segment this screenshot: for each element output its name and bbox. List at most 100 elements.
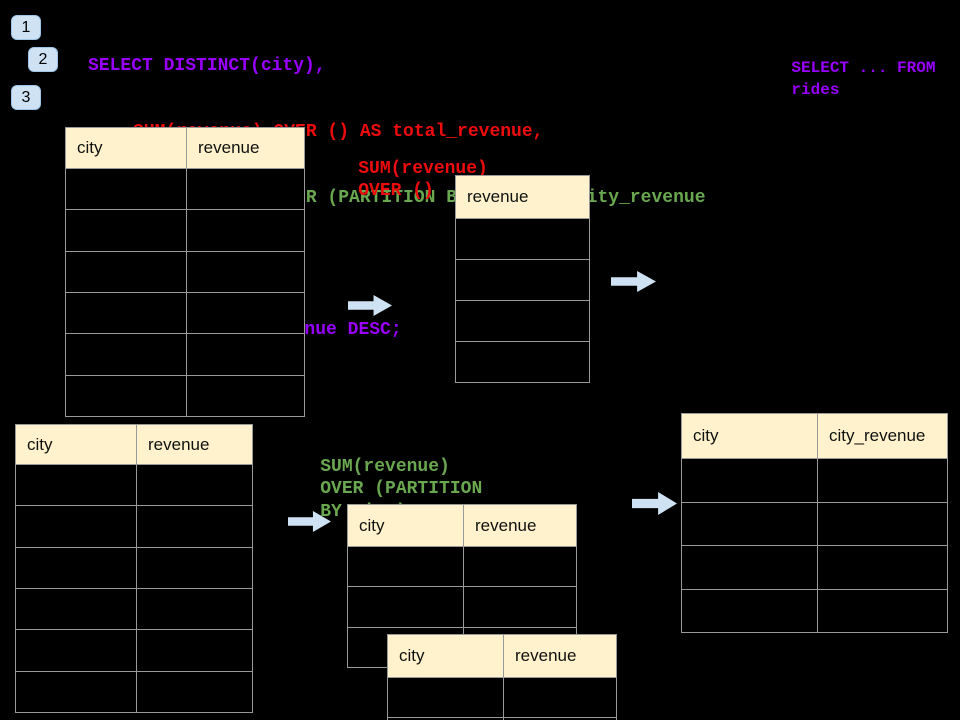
table-cell-empty [388,718,504,720]
table-partition-overlay: city revenue [387,634,617,720]
table-cell-empty [137,672,252,712]
table-cell-empty [16,465,137,506]
table-rides-input-top: city revenue [65,127,305,417]
table-header-row: city city_revenue [682,414,947,458]
table-row [682,458,947,502]
table-cell-empty [137,506,252,546]
table-cell-empty [16,630,137,671]
column-header-city: city [16,425,137,464]
column-header-city-revenue: city_revenue [829,426,926,445]
column-header-revenue: revenue [467,187,529,206]
step-badge-1-label: 1 [21,18,31,36]
annotation-total-revenue: SUM(revenue) OVER () [315,135,488,225]
table-cell-empty [456,342,589,382]
table-row [66,291,304,334]
table-cell-empty [66,210,187,251]
table-row [16,587,252,630]
side-note-line-2: rides [791,81,840,99]
table-cell-empty [818,503,947,546]
table-header-row: city revenue [66,128,304,168]
column-header-city: city [348,505,464,546]
table-cell-empty [464,547,576,586]
column-header-revenue: revenue [198,138,260,157]
table-cell-empty [66,251,187,292]
table-cell-empty [16,547,137,588]
flow-arrow-partition-2 [632,492,677,515]
annotation-total-line-1: SUM(revenue) [358,158,488,179]
table-header-row: city revenue [16,425,252,464]
table-body [682,458,947,632]
table-row [682,588,947,633]
table-body [66,168,304,416]
table-row [66,374,304,416]
table-row [66,333,304,375]
step-badge-2-label: 2 [38,50,48,68]
table-cell-empty [388,678,504,717]
table-cell-empty [16,671,137,712]
table-cell-empty [682,459,818,502]
table-row [456,300,589,341]
table-header-row: revenue [456,176,589,218]
table-cell-empty [187,169,304,209]
table-row [16,546,252,588]
column-header-city: city [682,414,818,458]
table-cell-empty [456,301,589,341]
table-row [66,168,304,210]
step-badge-3: 3 [11,85,41,110]
table-header-row: city revenue [388,635,616,677]
table-cell-empty [682,502,818,545]
table-cell-empty [187,210,304,250]
table-cell-empty [66,334,187,375]
table-cell-empty [818,590,947,633]
side-note-line-1: SELECT ... FROM [791,59,936,77]
table-cell-empty [16,506,137,547]
table-cell-empty [137,630,252,670]
table-cell-empty [66,375,187,416]
table-row [16,629,252,671]
table-cell-empty [187,293,304,333]
table-row [456,259,589,300]
table-cell-empty [187,376,304,416]
step-badge-3-label: 3 [21,88,31,106]
table-cell-empty [456,219,589,259]
step-badge-1: 1 [11,15,41,40]
table-cell-empty [682,546,818,589]
table-header-row: city revenue [348,505,576,546]
table-row [682,501,947,546]
select-from-rides-note: SELECT ... FROM rides [753,35,935,123]
table-cell-empty [464,587,576,626]
table-row [456,218,589,259]
table-cell-empty [187,252,304,292]
annotation-partition-line-2: OVER (PARTITION [320,479,483,499]
table-row [388,717,616,720]
table-cell-empty [348,587,464,627]
table-body [388,677,616,720]
table-row [348,586,576,627]
step-badge-2: 2 [28,47,58,72]
table-row [66,250,304,292]
table-row [348,546,576,587]
table-cell-empty [66,169,187,210]
table-row [16,505,252,547]
table-city-revenue-result: city city_revenue [681,413,948,633]
table-rides-input-bottom: city revenue [15,424,253,713]
table-cell-empty [16,588,137,630]
table-row [456,341,589,382]
table-cell-empty [348,547,464,587]
column-header-city: city [388,635,504,677]
table-row [682,545,947,589]
table-cell-empty [137,465,252,505]
table-cell-empty [66,292,187,334]
column-header-revenue: revenue [475,515,537,535]
table-cell-empty [818,459,947,502]
table-cell-empty [137,589,252,629]
table-cell-empty [818,546,947,589]
table-cell-empty [682,589,818,632]
table-cell-empty [456,260,589,300]
annotation-partition-line-1: SUM(revenue) [320,456,450,477]
table-row [66,209,304,251]
table-cell-empty [137,548,252,588]
table-cell-empty [187,334,304,374]
table-body [16,464,252,712]
table-cell-empty [504,678,616,717]
